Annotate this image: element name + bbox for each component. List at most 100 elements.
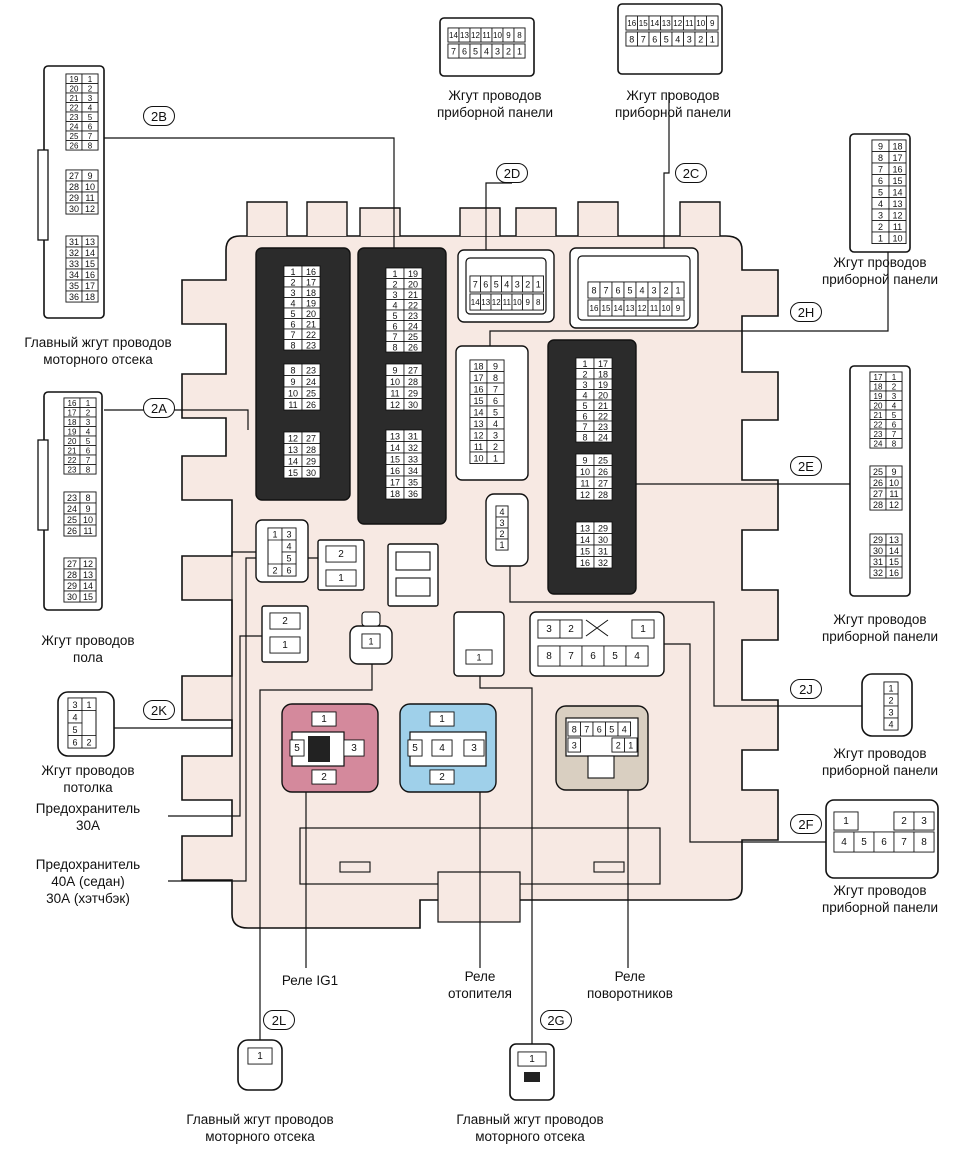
pin-number: 6 <box>290 319 295 329</box>
pin-number: 19 <box>408 269 418 279</box>
pin-number: 23 <box>408 311 418 321</box>
pin-cell <box>671 299 685 317</box>
pin-number: 13 <box>288 445 298 455</box>
pin-number: 5 <box>494 280 499 290</box>
pin-number: 13 <box>889 535 899 545</box>
pin-number: 15 <box>390 454 400 464</box>
pin-number: 30 <box>598 535 608 545</box>
pin-number: 14 <box>650 19 659 28</box>
pin-number: 8 <box>290 365 295 375</box>
pin-number: 3 <box>72 700 77 710</box>
pin-number: 2 <box>88 84 93 93</box>
pin-number: 2 <box>878 222 883 232</box>
housing-slot <box>593 861 625 873</box>
pin-number: 18 <box>85 292 95 302</box>
pin-cell <box>593 488 613 501</box>
pin-number: 19 <box>306 298 316 308</box>
pin-number: 24 <box>408 321 418 331</box>
pin-cell <box>532 275 544 293</box>
socket-fuse-b: 21 <box>261 605 309 663</box>
pin-cell <box>301 339 321 351</box>
pin-number: 18 <box>874 382 883 391</box>
pin-number: 20 <box>70 84 79 93</box>
pin-number: 13 <box>662 19 671 28</box>
relay-heater-pin5: 5 <box>407 739 423 757</box>
pin-number: 6 <box>582 411 587 421</box>
pin-number: 14 <box>614 304 623 313</box>
pin-cell <box>559 619 583 639</box>
socket-fuse-a: 21 <box>317 539 365 591</box>
pin-number: 23 <box>598 422 608 432</box>
pin-number: 15 <box>85 259 95 269</box>
pin-cell <box>361 633 381 649</box>
pin-number: 4 <box>72 712 77 722</box>
pin-number: 7 <box>290 330 295 340</box>
spare-slot <box>395 551 431 571</box>
pin-number: 20 <box>598 390 608 400</box>
leader-2d <box>485 182 512 250</box>
housing-tab <box>359 207 401 236</box>
pin-number: 13 <box>83 570 93 580</box>
pin-number: 11 <box>482 31 491 40</box>
leader-fuse-30a <box>168 635 262 817</box>
pin-number: 21 <box>70 94 79 103</box>
pin-number: 3 <box>921 816 927 827</box>
pin-number: 17 <box>473 373 483 383</box>
pin-number: 12 <box>492 298 501 307</box>
pin-number: 7 <box>86 456 91 465</box>
pin-number: 1 <box>439 714 445 725</box>
pin-number: 4 <box>582 390 587 400</box>
pin-number: 13 <box>481 298 490 307</box>
pin-number: 8 <box>629 35 634 45</box>
pin-number: 14 <box>892 187 902 197</box>
relay-heater-pin1: 1 <box>429 711 455 727</box>
pin-number: 7 <box>603 286 608 296</box>
pin-number: 3 <box>878 210 883 220</box>
pin-number: 10 <box>892 233 902 243</box>
pin-number: 4 <box>286 542 291 552</box>
pin-cell <box>517 1051 547 1067</box>
pin-cell <box>269 636 301 654</box>
pin-number: 30 <box>67 592 77 602</box>
pin-number: 25 <box>408 332 418 342</box>
pin-cell <box>81 140 99 151</box>
pin-number: 17 <box>85 281 95 291</box>
pin-number: 24 <box>874 439 883 448</box>
pin-cell <box>311 711 337 727</box>
pin-number: 28 <box>69 182 79 192</box>
pin-number: 1 <box>321 714 327 725</box>
pin-cell <box>79 524 97 537</box>
pin-number: 1 <box>88 75 93 84</box>
socket-2g-box: 1 <box>453 611 505 677</box>
tag-2g: 2G <box>540 1010 572 1030</box>
pin-number: 31 <box>873 557 883 567</box>
pin-number: 26 <box>306 400 316 410</box>
leader-2l <box>259 664 373 1040</box>
pin-cell <box>269 612 301 630</box>
pin-cell <box>81 735 97 749</box>
pin-cell <box>885 566 903 579</box>
pin-number: 2 <box>493 442 498 452</box>
pin-number: 11 <box>503 298 512 307</box>
pin-number: 3 <box>582 380 587 390</box>
pin-number: 5 <box>582 401 587 411</box>
pin-number: 16 <box>85 270 95 280</box>
pin-number: 31 <box>598 546 608 556</box>
pin-number: 14 <box>390 443 400 453</box>
pin-number: 19 <box>598 380 608 390</box>
pin-number: 10 <box>85 182 95 192</box>
pin-cell <box>593 556 613 569</box>
pin-number: 6 <box>72 737 77 747</box>
